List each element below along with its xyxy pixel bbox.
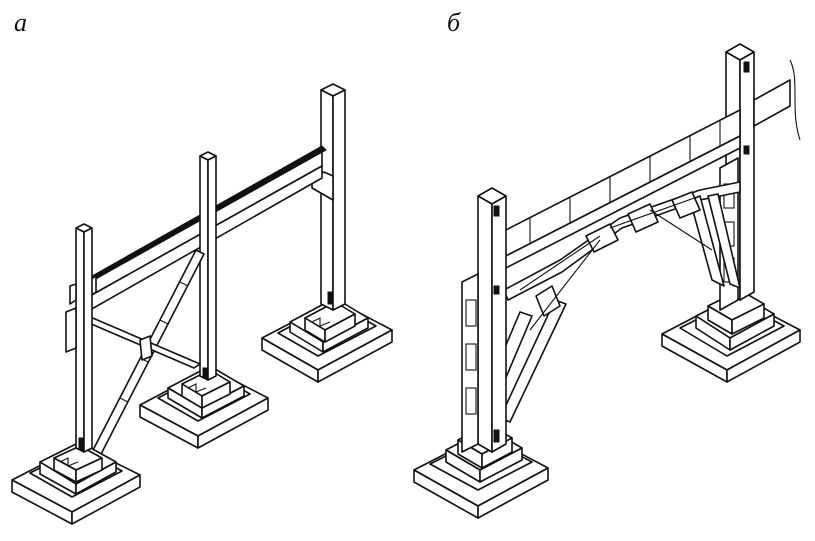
- footing-a-back: [261, 297, 393, 383]
- column-a-middle: [199, 151, 217, 381]
- column-a-back: [311, 83, 346, 311]
- girder-b: [497, 109, 741, 273]
- arch-struts-b: [469, 181, 741, 435]
- footing-a-front: [11, 441, 141, 525]
- bracing-a: [81, 249, 205, 457]
- figure-label-a: а: [14, 8, 27, 37]
- beam-continuation-b: [753, 59, 801, 141]
- footing-b-back: [661, 289, 801, 383]
- frame-a: [11, 83, 393, 525]
- column-b-front: [461, 187, 507, 453]
- frame-b: [413, 43, 801, 519]
- column-a-front: [65, 223, 93, 453]
- figure-label-b: б: [447, 8, 461, 37]
- column-b-back: [719, 43, 755, 311]
- footing-a-middle: [139, 365, 269, 449]
